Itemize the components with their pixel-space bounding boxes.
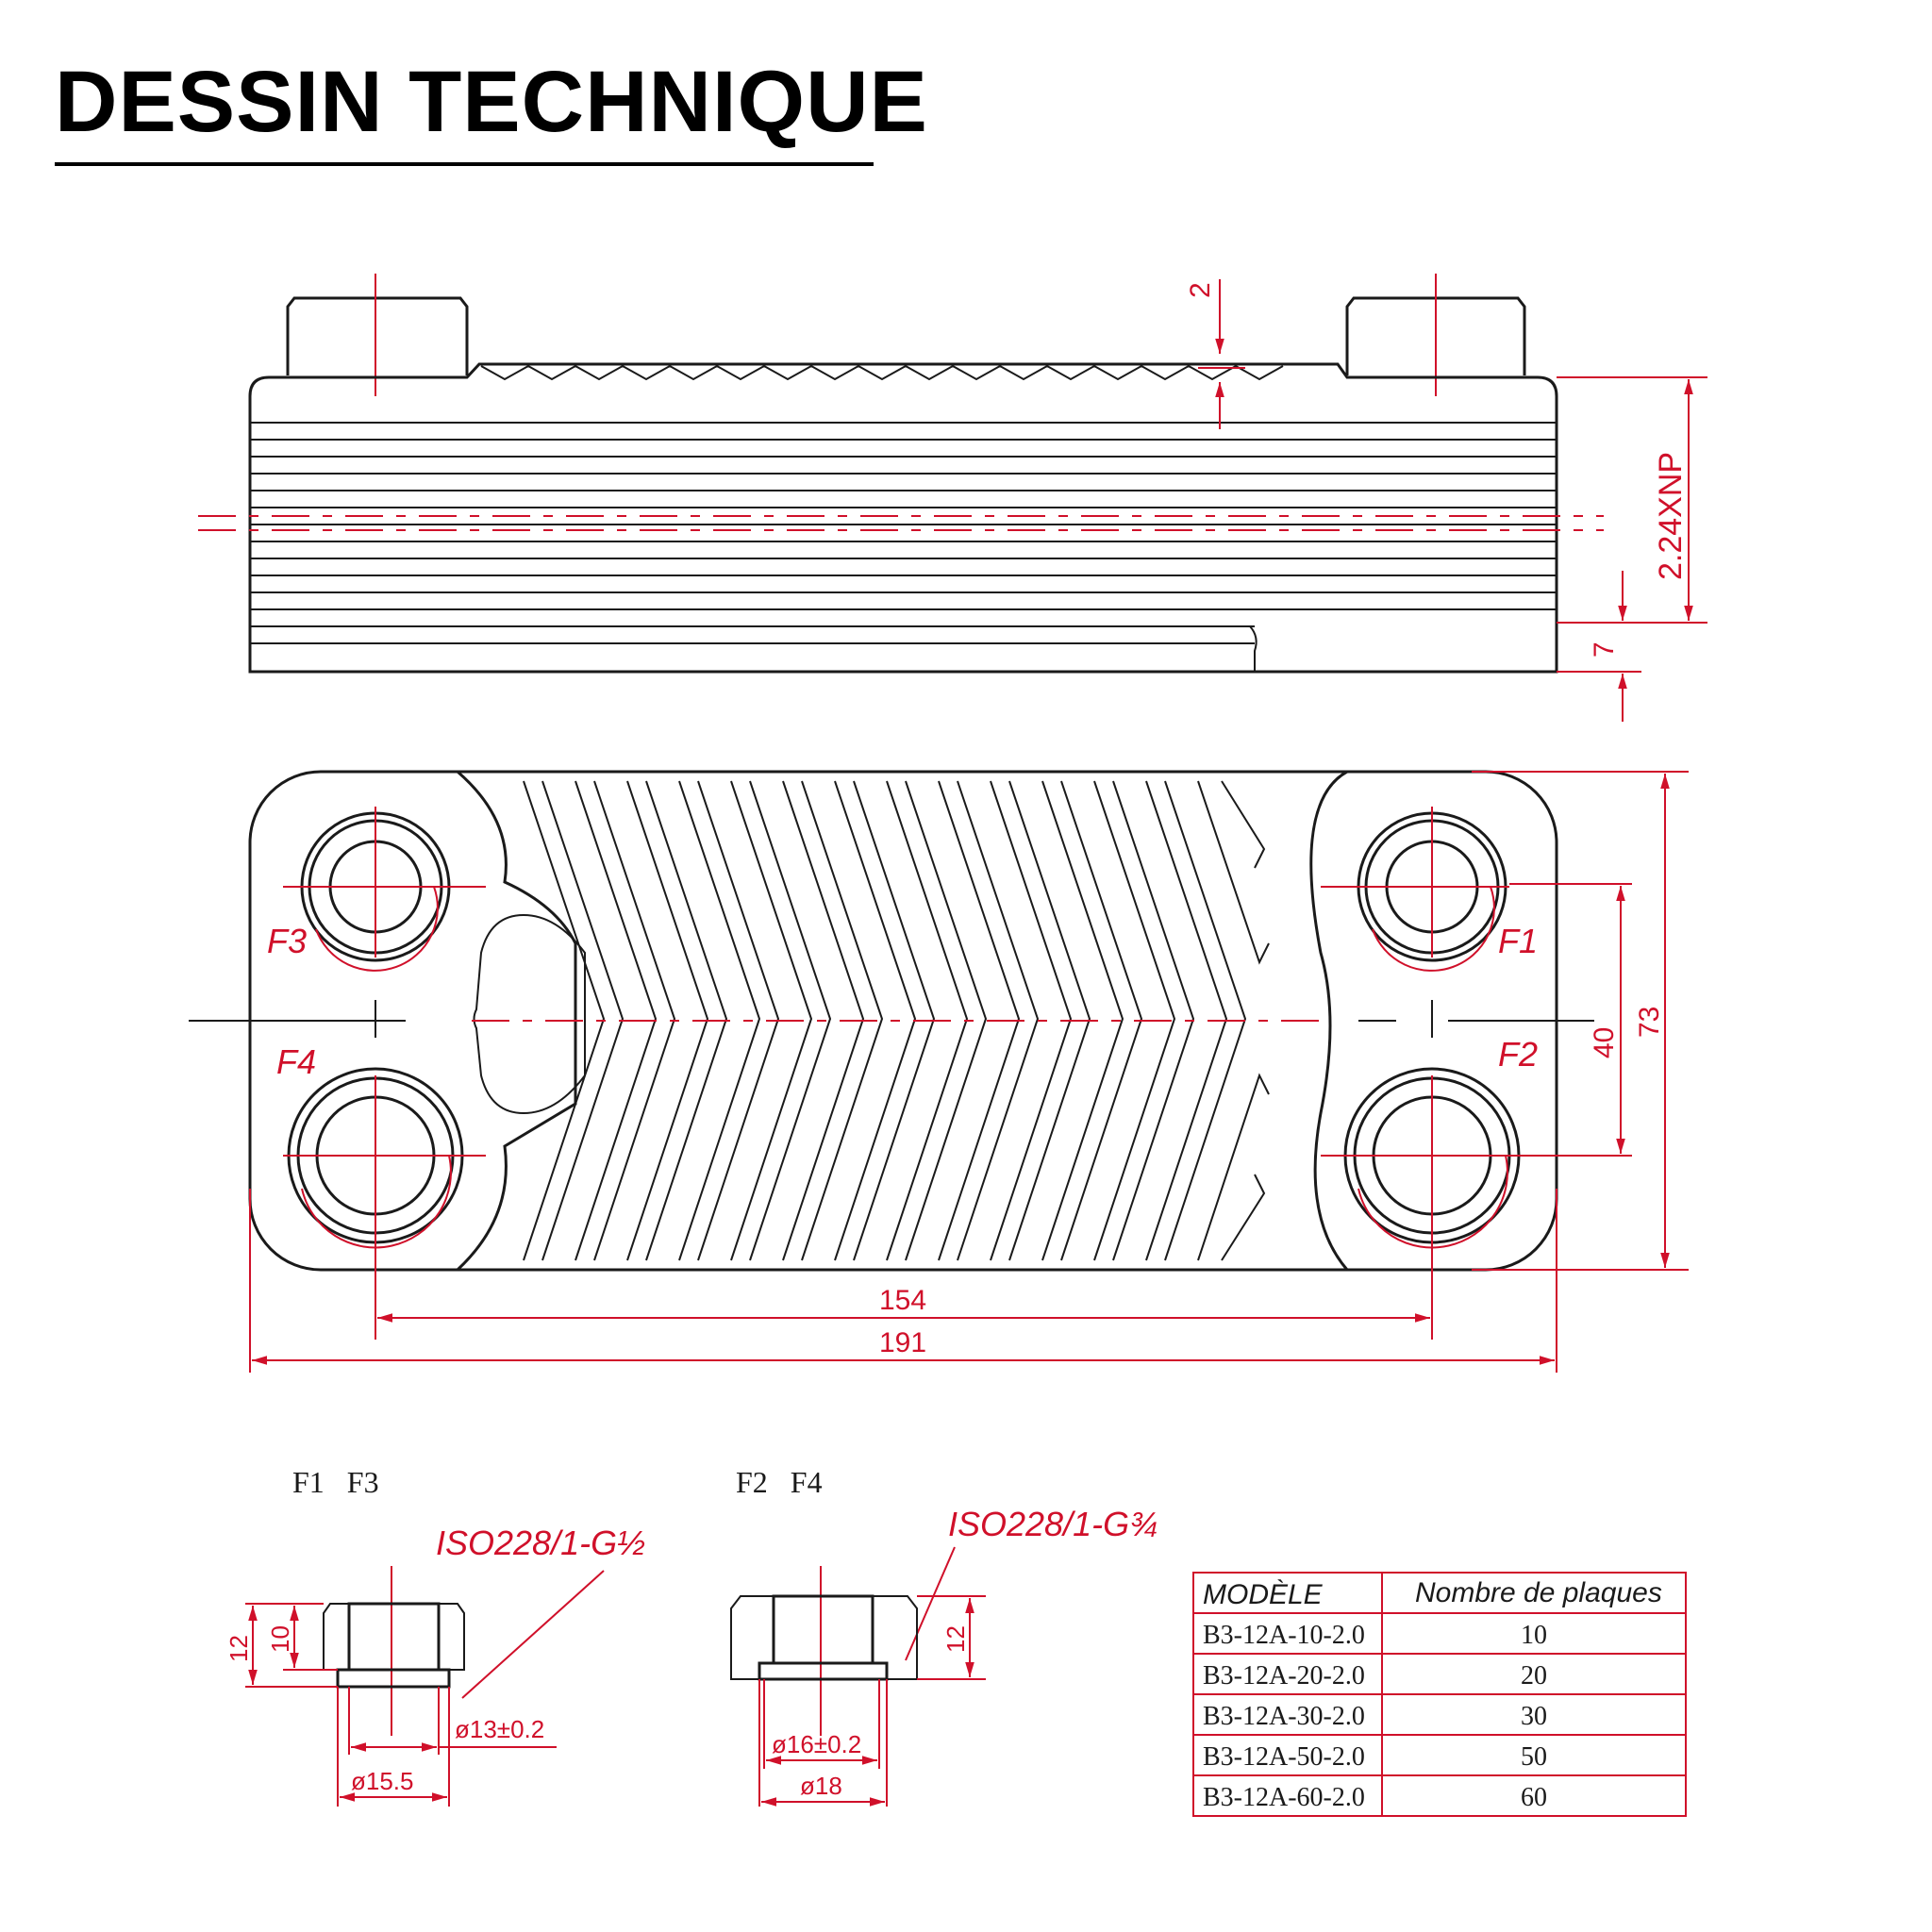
detail-right-thread: ISO228/1-G¾ [948, 1505, 1158, 1543]
side-sawtooth [480, 364, 1284, 381]
dim-port-spacing: 40 [1589, 1027, 1620, 1058]
detail-right-hatch-r [872, 1595, 918, 1680]
label-f4: F4 [276, 1042, 316, 1081]
detail-right-labels: F2 F4 [736, 1465, 823, 1499]
label-f1: F1 [1498, 922, 1538, 960]
table-cell-plates: 10 [1521, 1621, 1547, 1650]
dim-side-bottom: 7 [1589, 641, 1620, 658]
dim-side-top-gap: 2 [1185, 282, 1216, 298]
front-view: F3 F4 F1 F2 154 191 40 73 [189, 770, 1689, 1373]
table-cell-plates: 50 [1521, 1742, 1547, 1772]
dim-front-height: 73 [1634, 1007, 1665, 1038]
dim-right-d1: ø16±0.2 [772, 1730, 861, 1758]
dim-left-h1: 12 [225, 1635, 253, 1662]
dim-right-h: 12 [941, 1625, 970, 1653]
detail-left-labels: F1 F3 [292, 1465, 379, 1499]
dim-left-d1: ø13±0.2 [455, 1715, 544, 1743]
front-chevron-pattern [523, 780, 1270, 1261]
table-cell-plates: 60 [1521, 1783, 1547, 1812]
title-underline [55, 162, 874, 166]
side-top-plate [248, 362, 1558, 674]
table-cell-plates: 30 [1521, 1702, 1547, 1731]
label-f3: F3 [267, 922, 307, 960]
front-right-boundary [1309, 770, 1349, 1271]
side-plate-lines [250, 422, 1557, 672]
dim-left-h2: 10 [266, 1625, 294, 1653]
table-cell-model: B3-12A-50-2.0 [1203, 1742, 1365, 1772]
table-cell-model: B3-12A-20-2.0 [1203, 1661, 1365, 1690]
table-cell-model: B3-12A-10-2.0 [1203, 1621, 1365, 1650]
table-header-model: MODÈLE [1203, 1579, 1324, 1610]
detail-right-hatch-l [730, 1595, 774, 1680]
label-f2: F2 [1498, 1035, 1538, 1074]
detail-left-hatch-r [438, 1603, 465, 1671]
dim-inner-width: 154 [879, 1285, 926, 1316]
table-cell-model: B3-12A-30-2.0 [1203, 1702, 1365, 1731]
detail-left: F1 F3 ISO228/1-G½ 12 10 ø13±0.2 ø15.5 [225, 1465, 645, 1807]
table-header-plates: Nombre de plaques [1415, 1577, 1662, 1608]
detail-right: F2 F4 ISO228/1-G¾ 12 ø16±0.2 ø18 [730, 1465, 1158, 1807]
dim-left-d2: ø15.5 [351, 1767, 414, 1795]
table-cell-plates: 20 [1521, 1661, 1547, 1690]
detail-left-hatch-l [323, 1603, 350, 1671]
side-fitting-left [286, 296, 469, 375]
front-distribution-lobe [473, 913, 586, 1115]
dim-outer-width: 191 [879, 1327, 926, 1358]
table-cell-model: B3-12A-60-2.0 [1203, 1783, 1365, 1812]
page-title: DESSIN TECHNIQUE [55, 54, 928, 150]
side-view: 2 2.24XNP 7 [198, 274, 1707, 722]
detail-left-thread: ISO228/1-G½ [436, 1524, 645, 1562]
dim-side-height: 2.24XNP [1653, 452, 1689, 580]
front-left-boundary [456, 770, 577, 1272]
model-table: MODÈLE Nombre de plaques B3-12A-10-2.0 1… [1192, 1572, 1687, 1817]
dim-right-d2: ø18 [800, 1772, 842, 1800]
